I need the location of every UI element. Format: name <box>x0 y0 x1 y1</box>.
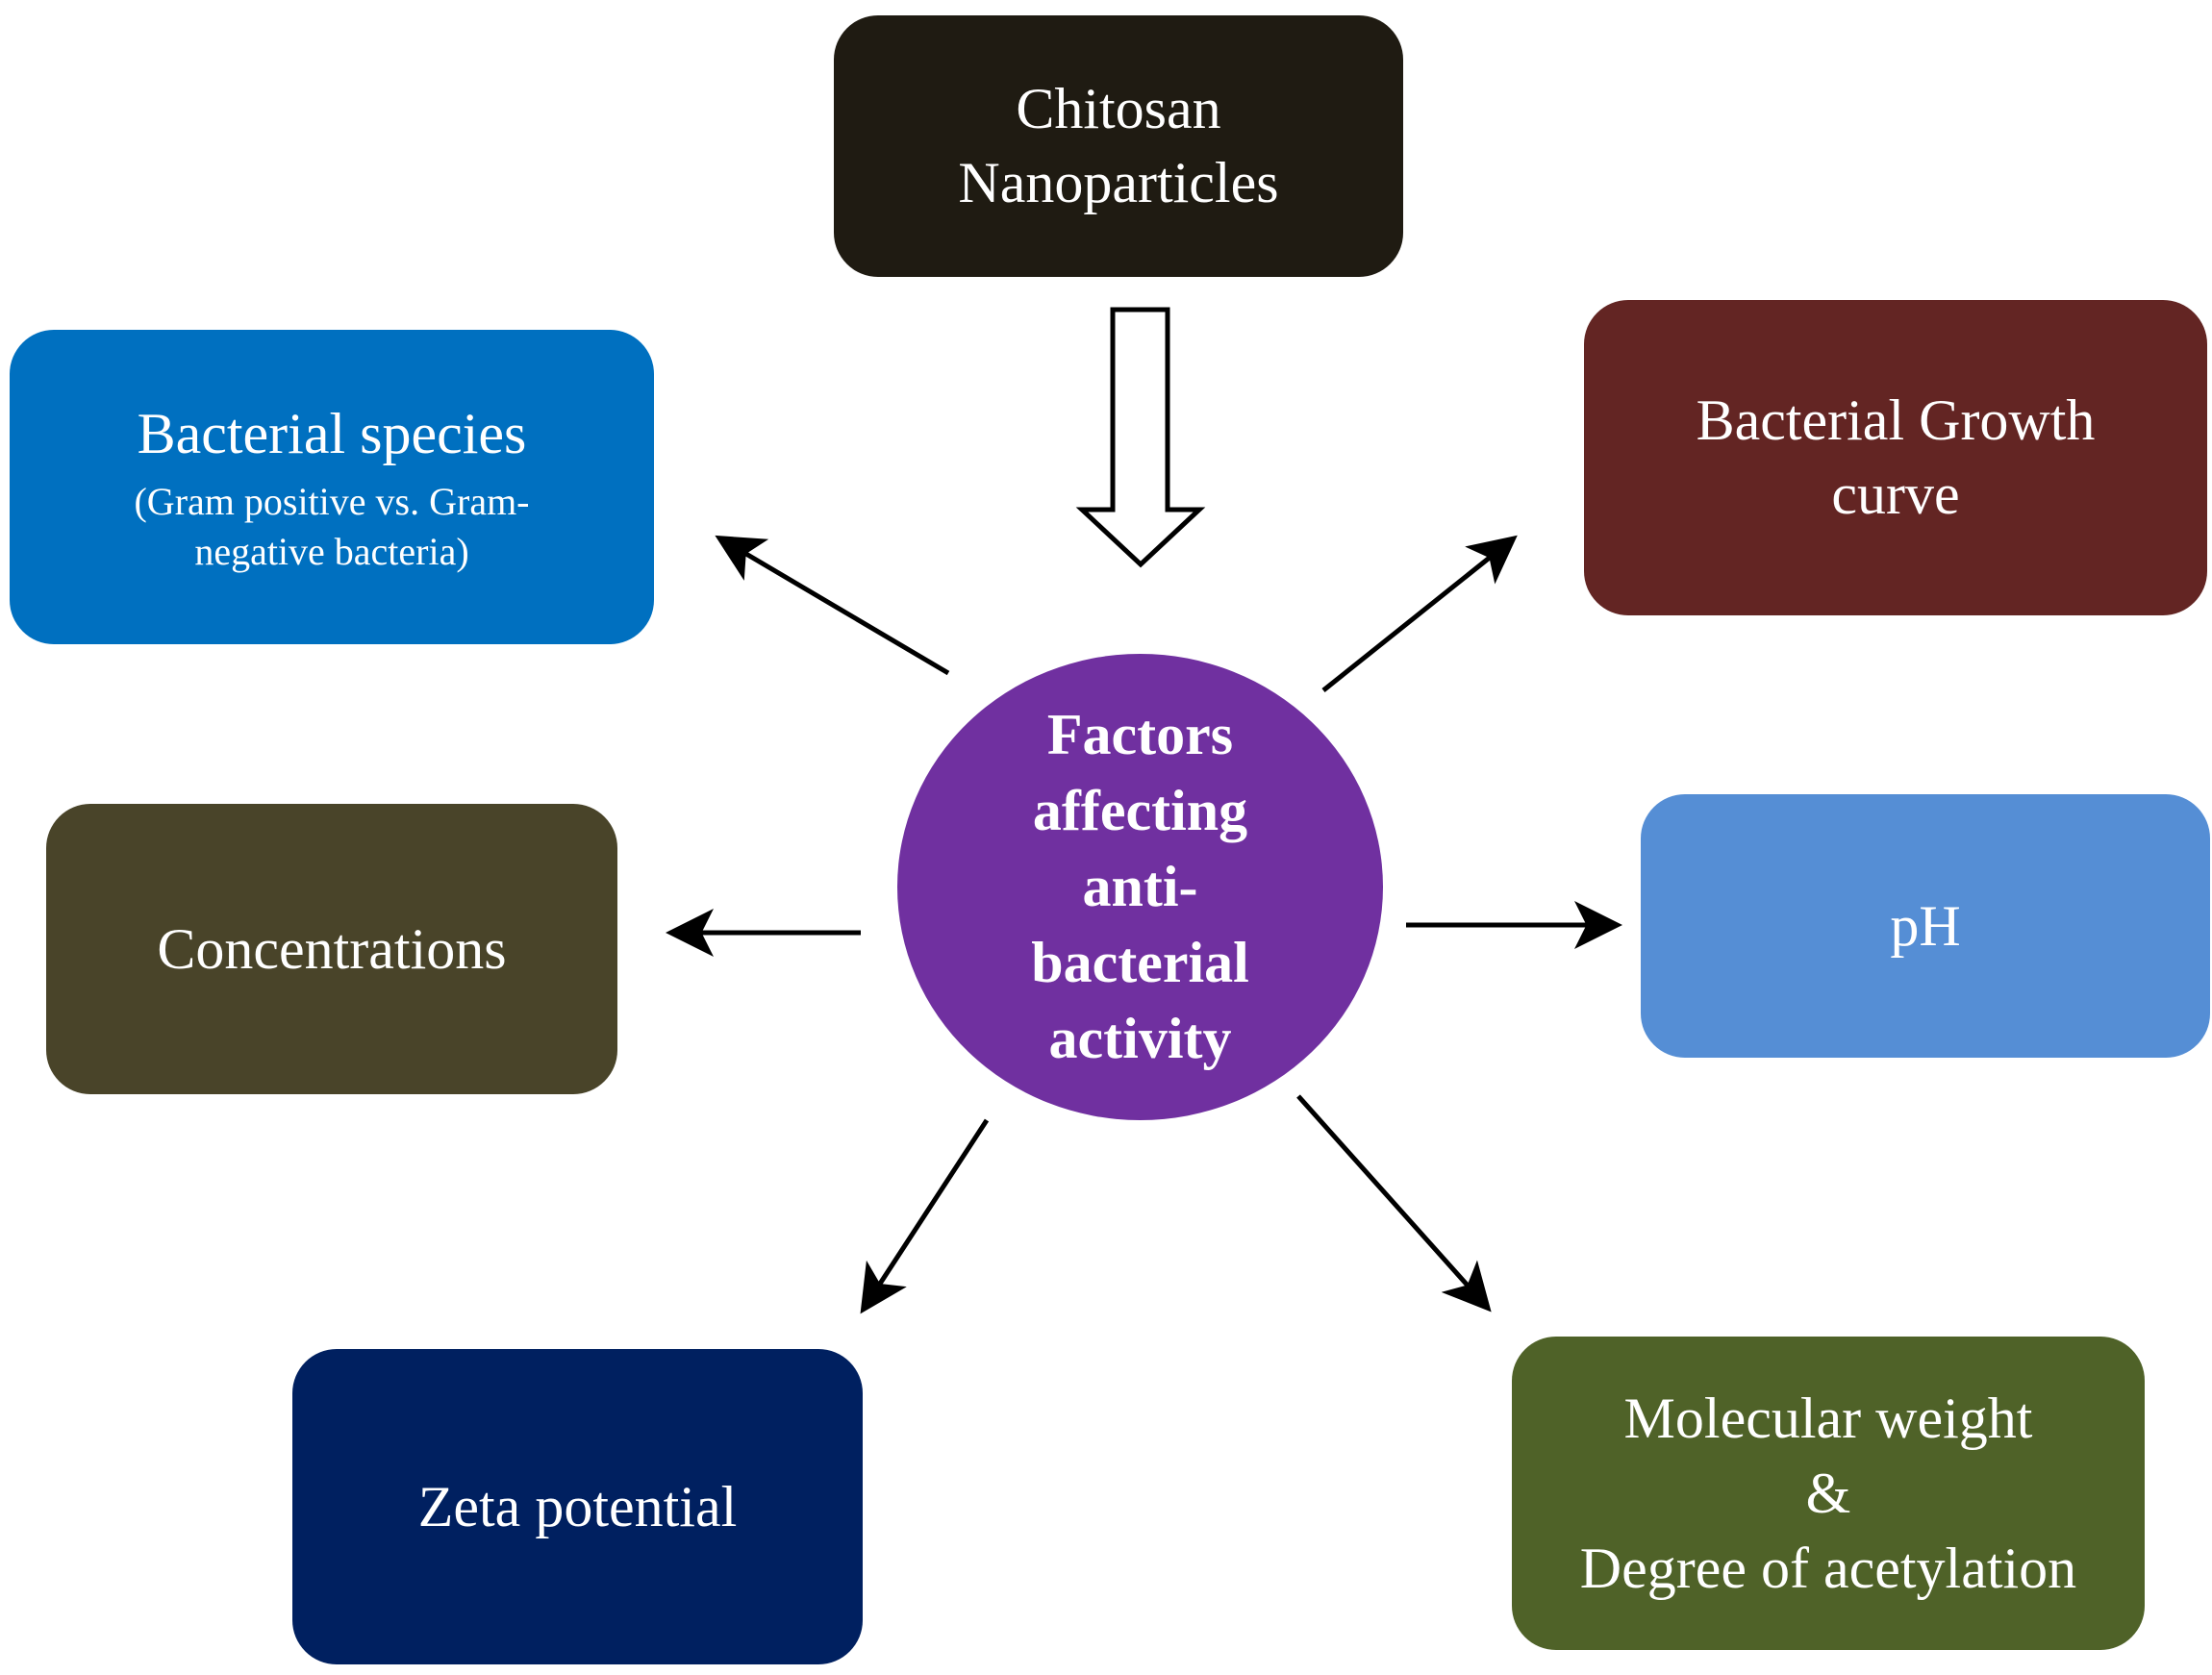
chitosan-nanoparticles-box: Chitosan Nanoparticles <box>834 15 1403 277</box>
nanoparticles-line: Nanoparticles <box>958 151 1279 214</box>
bacterial-growth-curve-label: Bacterial Growth curve <box>1697 384 2096 532</box>
arrow-to-zeta-potential <box>860 1118 990 1314</box>
chitosan-line: Chitosan <box>1016 77 1221 141</box>
center-line-1: Factors <box>1046 702 1234 766</box>
zeta-potential-label: Zeta potential <box>417 1474 738 1538</box>
growth-curve-line2: curve <box>1831 462 1960 526</box>
ph-label: pH <box>1890 893 1961 958</box>
bacterial-species-subtitle: (Gram positive vs. Gram-negative bacteri… <box>134 479 530 573</box>
molecular-weight-line2: & <box>1805 1462 1851 1525</box>
source-down-arrow <box>1075 307 1206 568</box>
arrow-to-growth-curve <box>1321 535 1518 692</box>
arrow-to-molecular-weight <box>1296 1094 1492 1312</box>
molecular-weight-box: Molecular weight & Degree of acetylation <box>1512 1337 2145 1650</box>
bacterial-species-title: Bacterial species <box>137 402 527 466</box>
bacterial-species-box: Bacterial species (Gram positive vs. Gra… <box>10 330 654 644</box>
ph-box: pH <box>1641 794 2210 1058</box>
chitosan-nanoparticles-label: Chitosan Nanoparticles <box>958 72 1278 220</box>
molecular-weight-line1: Molecular weight <box>1623 1387 2033 1450</box>
factors-center-label: Factors affecting anti- bacterial activi… <box>996 697 1285 1078</box>
bacterial-growth-curve-box: Bacterial Growth curve <box>1584 300 2207 615</box>
arrow-to-bacterial-species <box>715 535 950 676</box>
zeta-potential-box: Zeta potential <box>292 1349 863 1664</box>
molecular-weight-line3: Degree of acetylation <box>1579 1537 2077 1600</box>
center-line-4: bacterial <box>1031 931 1249 995</box>
factors-center-circle: Factors affecting anti- bacterial activi… <box>897 654 1383 1120</box>
concentrations-label: Concentrations <box>157 916 507 981</box>
molecular-weight-label: Molecular weight & Degree of acetylation <box>1580 1381 2076 1606</box>
center-line-5: activity <box>1048 1007 1232 1071</box>
center-line-3: anti- <box>1082 854 1198 918</box>
concentrations-box: Concentrations <box>46 804 617 1094</box>
growth-curve-line1: Bacterial Growth <box>1696 388 2096 453</box>
center-line-2: affecting <box>1032 778 1248 842</box>
